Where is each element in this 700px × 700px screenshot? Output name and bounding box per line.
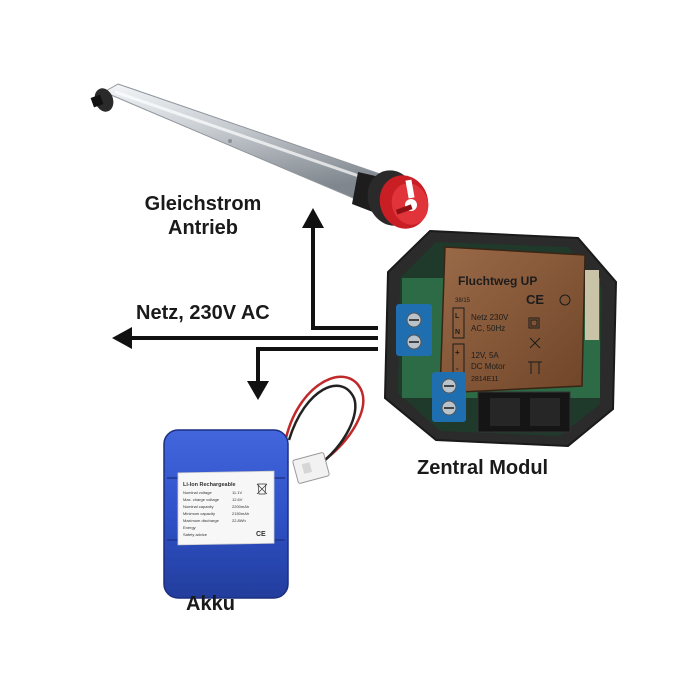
arrowhead-mains-icon — [112, 327, 132, 349]
motor-label-line-2: Antrieb — [168, 217, 238, 239]
module-title: Fluchtweg UP — [458, 274, 537, 288]
battery-label-row-value: 11.1V — [232, 490, 242, 495]
battery-label-row-key: Nominal capacity — [183, 504, 213, 509]
battery-plug-icon — [292, 452, 330, 484]
arrowhead-battery-icon — [247, 381, 269, 400]
battery-ce-mark-icon: CE — [256, 531, 266, 538]
battery-label-row-value: 12.6V — [232, 497, 243, 502]
module-output-line-1: 12V, 5A — [471, 351, 499, 360]
module-date-code: 38/15 — [455, 298, 471, 304]
arrowhead-motor-icon — [302, 208, 324, 228]
motor-label-line-1: Gleichstrom — [144, 193, 262, 215]
battery-label-row-value: 2150mAh — [232, 511, 249, 516]
module-terminal-n: N — [455, 329, 460, 336]
battery-label-row-key: Maximum discharge — [183, 518, 220, 523]
dc-motor-tube — [90, 83, 429, 229]
recycle-bin-icon — [256, 483, 268, 495]
battery-label-row-key: Safety advice — [183, 532, 208, 537]
module-input-line-1: Netz 230V — [471, 313, 509, 322]
module-terminal-l: L — [455, 313, 460, 320]
arrow-to-motor — [311, 224, 378, 330]
module-label: Zentral Modul — [417, 457, 549, 479]
module-output-line-2: DC Motor — [471, 362, 506, 371]
module-part-number: 2814E11 — [471, 376, 499, 383]
module-input-line-2: AC, 50Hz — [471, 324, 505, 333]
battery-label-row-key: Max. charge voltage — [183, 497, 220, 502]
battery-label-row-key: Energy — [183, 525, 196, 530]
battery-pack — [163, 375, 365, 599]
module-terminal-minus: - — [456, 364, 459, 373]
battery-label-row-key: Nominal voltage — [183, 490, 212, 495]
mains-label: Netz, 230V AC — [136, 302, 270, 324]
battery-label-row-value: 2200mAh — [232, 504, 249, 509]
motor-label: Gleichstrom Antrieb — [128, 192, 278, 240]
module-symbols-icon — [528, 294, 571, 374]
battery-label-row-key: Minimum capacity — [183, 511, 215, 516]
terminal-screw-icon — [396, 304, 466, 422]
arrow-to-battery — [256, 347, 378, 386]
central-module: Fluchtweg UP 38/15 CE L N Netz 230V AC, … — [383, 229, 618, 448]
motor-end-plug-icon — [90, 88, 114, 112]
motor-red-cap-icon — [379, 175, 429, 229]
connection-arrows — [128, 224, 378, 386]
battery-label-title: Li-Ion Rechargeable — [183, 482, 236, 488]
module-terminal-plus: + — [455, 348, 460, 357]
ce-mark-icon: CE — [526, 292, 544, 307]
connector-plug-icon — [477, 391, 571, 433]
battery-label-row-value: 22.8Wh — [232, 518, 246, 523]
battery-label-caption: Akku — [186, 593, 235, 615]
